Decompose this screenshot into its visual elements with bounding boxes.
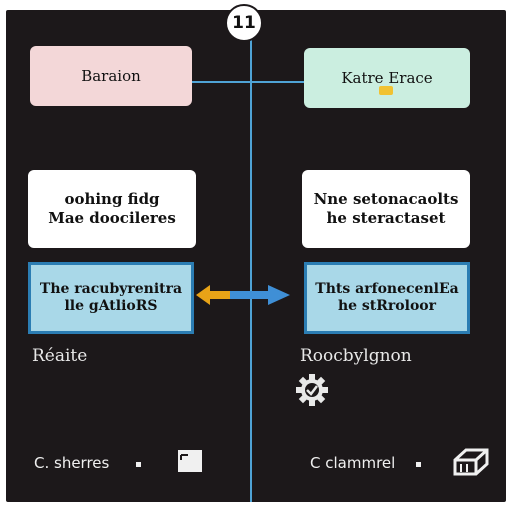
left-blue-line-1: The racubyrenitra bbox=[39, 280, 183, 297]
hex-cube-icon bbox=[453, 448, 489, 476]
small-tag-icon bbox=[379, 86, 393, 95]
right-card-line-2: he steractaset bbox=[326, 209, 446, 227]
right-blue-line-1: Thts arfonecenlEa bbox=[315, 280, 459, 297]
center-divider-line bbox=[250, 10, 252, 502]
left-header-label: Baraion bbox=[81, 66, 141, 85]
left-footer-dot bbox=[136, 462, 141, 467]
left-header-box: Baraion bbox=[30, 46, 192, 106]
left-blue-line-2: lle gAtlioRS bbox=[64, 298, 158, 314]
right-card-line-1: Nne setonacaolts bbox=[313, 190, 459, 209]
right-blue-line-2: he stRroloor bbox=[337, 298, 436, 314]
left-white-card: oohing fidg Mae doocileres bbox=[28, 170, 196, 248]
diagram-canvas: Baraion Katre Erace oohing fidg Mae dooc… bbox=[6, 10, 506, 502]
right-footer-dot bbox=[416, 462, 421, 467]
header-connector-line bbox=[186, 81, 306, 83]
right-footer-text: C clammrel bbox=[310, 454, 396, 472]
double-arrow-icon bbox=[196, 285, 290, 305]
left-blue-box: The racubyrenitra lle gAtlioRS bbox=[28, 262, 194, 334]
right-column-label: Roocbylgnon bbox=[300, 346, 412, 366]
step-number: 11 bbox=[232, 13, 256, 33]
left-column-label: Réaite bbox=[32, 346, 88, 366]
right-blue-box: Thts arfonecenlEa he stRroloor bbox=[304, 262, 470, 334]
left-footer-text: C. sherres bbox=[34, 454, 110, 472]
left-card-line-2: Mae doocileres bbox=[48, 209, 176, 227]
right-header-box: Katre Erace bbox=[304, 48, 470, 108]
step-number-badge: 11 bbox=[225, 4, 263, 42]
right-white-card: Nne setonacaolts he steractaset bbox=[302, 170, 470, 248]
rectangle-icon bbox=[178, 450, 202, 472]
right-header-label: Katre Erace bbox=[341, 68, 433, 87]
left-card-line-1: oohing fidg bbox=[64, 190, 160, 209]
gear-icon bbox=[296, 374, 328, 406]
